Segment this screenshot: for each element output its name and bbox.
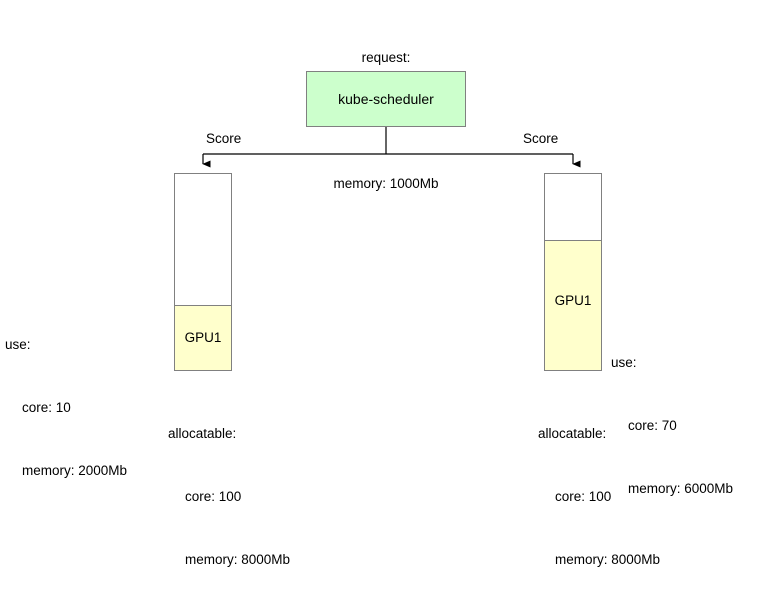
use-title-left: use:: [5, 337, 31, 352]
use-core-right: core: 70: [628, 418, 677, 433]
node-capacity-bar-right[interactable]: GPU1: [544, 173, 602, 371]
allocatable-core-right: core: 100: [555, 489, 612, 504]
score-label-right: Score: [523, 131, 559, 146]
use-memory-left: memory: 2000Mb: [22, 463, 128, 478]
use-title-right: use:: [611, 355, 637, 370]
allocatable-title-right: allocatable:: [538, 426, 607, 441]
request-memory: memory: 1000Mb: [333, 176, 439, 191]
node-free-capacity-left: [175, 174, 231, 305]
gpu-label-right: GPU1: [554, 293, 592, 308]
score-label-left: Score: [206, 131, 242, 146]
node-capacity-bar-left[interactable]: GPU1: [174, 173, 232, 371]
allocatable-memory-right: memory: 8000Mb: [555, 552, 661, 567]
allocatable-core-left: core: 100: [185, 489, 242, 504]
kube-scheduler-label: kube-scheduler: [338, 91, 434, 107]
allocatable-annotation-left: allocatable: core: 100 memory: 8000Mb: [168, 381, 290, 612]
allocatable-annotation-right: allocatable: core: 100 memory: 8000Mb: [538, 381, 660, 612]
use-core-left: core: 10: [22, 400, 71, 415]
kube-scheduler-box[interactable]: kube-scheduler: [306, 71, 466, 127]
allocatable-title-left: allocatable:: [168, 426, 237, 441]
allocatable-memory-left: memory: 8000Mb: [185, 552, 291, 567]
node-used-capacity-right: GPU1: [545, 240, 601, 370]
gpu-label-left: GPU1: [184, 330, 222, 345]
node-used-capacity-left: GPU1: [175, 305, 231, 370]
scheduler-diagram: request: core: 20 memory: 1000Mb kube-sc…: [5, 50, 733, 567]
use-annotation-left: use: core: 10 memory: 2000Mb: [5, 292, 127, 523]
request-title: request:: [361, 50, 411, 65]
node-free-capacity-right: [545, 174, 601, 240]
